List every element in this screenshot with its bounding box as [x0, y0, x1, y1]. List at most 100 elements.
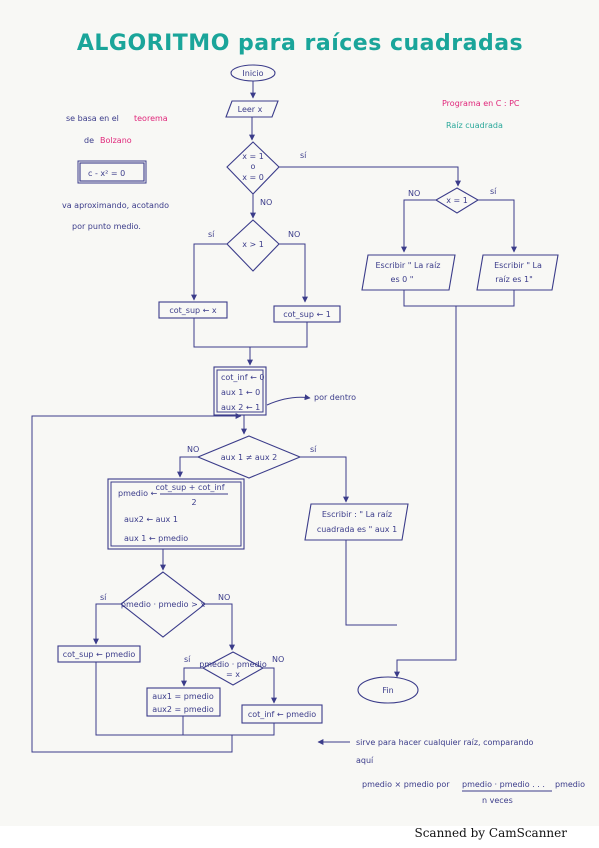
init-1: cot_inf ← 0 [221, 373, 264, 382]
cond-x1: x = 1 [446, 196, 468, 205]
print1-b: raíz es 1" [495, 275, 533, 284]
arrow-no-cotsup1 [279, 243, 308, 303]
arrow-si-cotsupx [191, 243, 227, 301]
arrow-si-print1 [478, 199, 517, 253]
label-si-5: sí [100, 593, 107, 602]
cond-eq-a: pmedio · pmedio [199, 660, 267, 669]
output-result [304, 503, 409, 541]
note-pmedio-tail: pmedio [555, 780, 585, 789]
cot-sup-pm: cot_sup ← pmedio [63, 650, 136, 659]
decision-x-gt-1 [226, 219, 280, 272]
merge-cotsup-pm [95, 662, 232, 736]
init-2: aux 1 ← 0 [221, 388, 260, 397]
note-de: de [84, 136, 94, 145]
process-cot-sup-pm [57, 645, 141, 663]
note-equation: c - x² = 0 [88, 169, 125, 178]
pmedio-lhs: pmedio ← [118, 489, 158, 498]
arrow-no-eq [205, 603, 235, 651]
start-label: Inicio [242, 69, 263, 78]
decision-pm-eq-x [201, 651, 265, 686]
print-result-a: Escribir : " La raíz [322, 510, 392, 519]
aux2-assign: aux2 ← aux 1 [124, 515, 178, 524]
flowchart-diagram: ALGORITMO para raíces cuadradas se basa … [31, 31, 585, 805]
cot-sup-x: cot_sup ← x [169, 306, 217, 315]
output-root-0 [361, 254, 456, 291]
note-teorema-1: se basa en el [66, 114, 119, 123]
arrow-no-pmedio [177, 456, 198, 478]
notes-left: se basa en el teorema de Bolzano c - x² … [62, 114, 169, 231]
arrow-si-auxeq [181, 667, 203, 687]
label-si-3: sí [208, 230, 215, 239]
label-si-1: sí [300, 151, 307, 160]
notebook-page: ALGORITMO para raíces cuadradas se basa … [31, 31, 586, 805]
print0-b: es 0 " [391, 275, 414, 284]
process-cot-sup-x [158, 301, 228, 319]
scanner-footer: Scanned by CamScanner [0, 826, 599, 848]
arrow-si-cotsup-pm [93, 603, 121, 645]
label-si-6: sí [184, 655, 191, 664]
aux1-assign: aux 1 ← pmedio [124, 534, 188, 543]
scanner-watermark: Scanned by CamScanner [414, 826, 567, 840]
loop-back-line [31, 413, 275, 753]
note-programa: Programa en C : PC [442, 99, 520, 108]
note-pmedio-line: pmedio × pmedio por [362, 780, 450, 789]
arrow-si-to-x1 [279, 166, 461, 187]
process-pmedio [107, 478, 245, 550]
pmedio-den: 2 [191, 498, 196, 507]
label-no-5: NO [218, 593, 230, 602]
print1-a: Escribir " La [494, 261, 542, 270]
label-no-4: NO [187, 445, 199, 454]
cond-aux: aux 1 ≠ aux 2 [221, 453, 277, 462]
note-bolzano: Bolzano [100, 136, 132, 145]
decision-aux-neq [196, 435, 302, 479]
note-pmedio-underline: pmedio · pmedio . . . [462, 780, 545, 789]
cond-x01-b: o [251, 162, 256, 171]
label-no-3: NO [288, 230, 300, 239]
input-read-x [225, 100, 279, 118]
decision-x-eq-1 [434, 187, 480, 214]
note-teorema-word: teorema [134, 114, 168, 123]
print0-a: Escribir " La raíz [375, 261, 440, 270]
note-arrow-pordentro [266, 394, 311, 406]
note-n-veces: n veces [482, 796, 513, 805]
read-label: Leer x [238, 105, 263, 114]
arrow-no-cotinf [263, 667, 277, 704]
page-title: ALGORITMO para raíces cuadradas [77, 31, 523, 56]
cond-x01-c: x = 0 [242, 173, 264, 182]
init-3: aux 2 ← 1 [221, 403, 260, 412]
process-init-inner [216, 369, 264, 413]
process-pmedio-inner [110, 481, 242, 547]
notes-right: Programa en C : PC Raíz cuadrada [442, 99, 520, 130]
output-root-1 [476, 254, 559, 291]
end-terminal [357, 676, 419, 704]
end-label: Fin [382, 686, 393, 695]
cond-x01-a: x = 1 [242, 152, 264, 161]
label-si-2: sí [490, 187, 497, 196]
aux-eq-1: aux1 = pmedio [152, 692, 214, 701]
aux-eq-2: aux2 = pmedio [152, 705, 214, 714]
note-pordentro: por dentro [314, 393, 356, 402]
process-cot-inf-pm [241, 704, 323, 724]
label-no-1: NO [260, 198, 272, 207]
arrow-prints-to-fin [394, 306, 457, 678]
arrow-si-result [300, 456, 349, 503]
cond-pm: pmedio · pmedio > x [121, 600, 205, 609]
merge-prints [403, 290, 515, 307]
equation-box-outer [77, 160, 147, 184]
pmedio-num: cot_sup + cot_inf [155, 483, 224, 492]
arrow-no-print0 [401, 199, 436, 253]
label-si-4: sí [310, 445, 317, 454]
note-aprox-1: va aproximando, acotando [62, 201, 169, 210]
note-aprox-2: por punto medio. [72, 222, 141, 231]
cond-eq-b: = x [226, 670, 240, 679]
note-sirve-1: sirve para hacer cualquier raíz, compara… [356, 738, 534, 747]
cot-inf-pm: cot_inf ← pmedio [248, 710, 316, 719]
cond-gt1: x > 1 [242, 240, 264, 249]
label-no-6: NO [272, 655, 284, 664]
label-no-2: NO [408, 189, 420, 198]
note-sirve-2: aquí [356, 756, 374, 765]
note-raiz: Raíz cuadrada [446, 121, 503, 130]
cot-sup-1: cot_sup ← 1 [283, 310, 331, 319]
equation-box [79, 162, 145, 182]
decision-pm-gt-x [120, 571, 206, 638]
